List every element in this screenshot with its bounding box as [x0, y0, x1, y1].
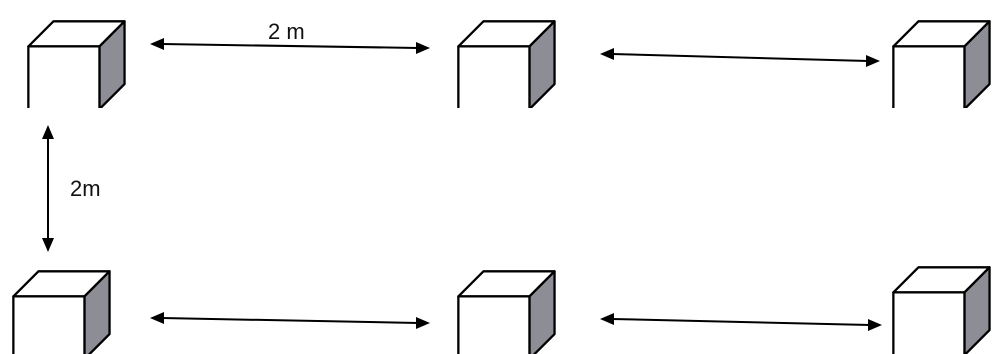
- horizontal-spacing-label: 2 m: [268, 19, 305, 44]
- box-bottom-right: [892, 266, 991, 354]
- box-bottom-left: [12, 270, 111, 354]
- box-top-middle: [457, 20, 556, 108]
- box-top-left: [27, 20, 126, 108]
- arrow-bottom-left-to-middle: [150, 312, 430, 329]
- box-bottom-middle: [457, 270, 556, 354]
- arrow-top-left-to-middle: [150, 38, 430, 54]
- arrow-vertical-left: [42, 125, 54, 252]
- arrow-top-middle-to-right: [600, 48, 880, 67]
- arrow-bottom-middle-to-right: [600, 313, 882, 331]
- box-top-right: [892, 20, 991, 108]
- vertical-spacing-label: 2m: [70, 176, 101, 201]
